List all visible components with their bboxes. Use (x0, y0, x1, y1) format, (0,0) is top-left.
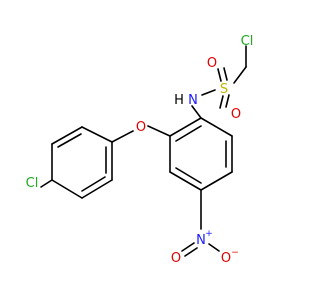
bond-s-o2b (225, 94, 230, 108)
ring-a-4 (200, 171, 233, 191)
chemical-structure: Cl S O O H N O Cl N + O O − (26, 34, 254, 266)
ring-a-1 (169, 117, 202, 137)
atom-o-sulfonyl-1: O (207, 56, 217, 71)
bond-n-o1 (181, 242, 195, 252)
ring-b-4 (51, 179, 83, 199)
bond-n-c1 (191, 105, 202, 119)
atom-o-sulfonyl-2: O (231, 107, 241, 122)
ring-a-3 (169, 171, 202, 191)
bond-s-o1b (223, 67, 228, 81)
bond-s-o1 (217, 68, 222, 82)
atom-n-amide: N (188, 93, 198, 108)
ring-b-d2 (81, 176, 106, 192)
ring-a-d2 (175, 167, 202, 184)
ring-a-d1 (175, 125, 202, 142)
atom-o-nitro-2: O (221, 251, 231, 266)
atom-cl-methyl: Cl (241, 34, 254, 49)
atom-cl-aryl: Cl (26, 176, 39, 191)
bond-n-o2 (208, 243, 220, 252)
atom-o-nitro-1: O (171, 251, 181, 266)
atom-n-nitro: N (196, 233, 206, 248)
ring-b-d1 (57, 133, 82, 148)
atom-h-amide: H (174, 93, 184, 108)
bonds (40, 45, 247, 257)
atom-labels: Cl S O O H N O Cl N + O O − (26, 34, 254, 266)
charge-n-nitro: + (205, 229, 213, 239)
bond-n-o1b (184, 247, 198, 257)
ring-b-2 (51, 126, 83, 145)
charge-o-nitro-2: − (231, 248, 239, 258)
ring-a-6 (200, 117, 233, 137)
bond-s-n (201, 89, 216, 96)
ring-b-1 (81, 126, 113, 143)
ring-b-5 (81, 179, 113, 199)
bond-c4p-cl (40, 179, 53, 188)
bond-o-c1p (111, 130, 134, 143)
atom-s: S (220, 82, 228, 97)
atom-o-ether: O (136, 120, 146, 135)
bond-c2-o (147, 125, 171, 137)
bond-s-o2 (219, 95, 224, 109)
bond-ch2-s (233, 66, 247, 84)
